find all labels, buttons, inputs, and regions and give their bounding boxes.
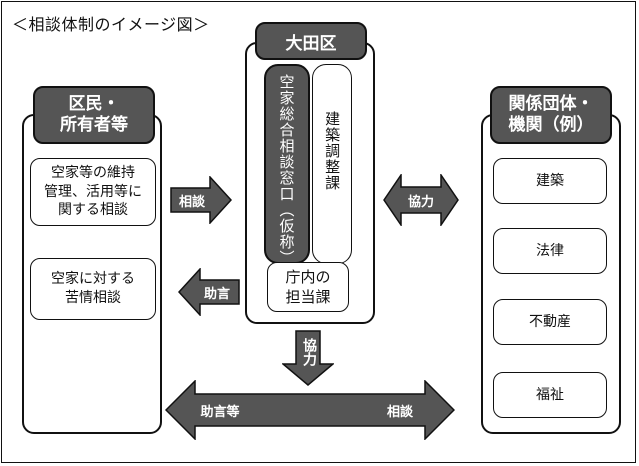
bottom-consult-label: 相談 bbox=[386, 404, 413, 420]
ota-ward-header: 大田区 bbox=[255, 22, 367, 60]
organizations-header-line2: 機関（例） bbox=[508, 115, 594, 135]
cooperate-double-arrow bbox=[383, 174, 459, 226]
maintenance-consult-line3: 関する相談 bbox=[58, 202, 128, 219]
residents-header: 区民・ 所有者等 bbox=[33, 86, 155, 144]
consult-right-arrow bbox=[170, 176, 232, 224]
residents-header-line2: 所有者等 bbox=[60, 115, 128, 135]
internal-dept-line2: 担当課 bbox=[285, 288, 331, 306]
cooperate-horizontal-label: 協力 bbox=[407, 194, 434, 210]
building-dept-box: 建築調整課 bbox=[312, 64, 352, 264]
bottom-double-arrow bbox=[165, 380, 455, 440]
bottom-advice-label: 助言等 bbox=[200, 404, 240, 420]
advice-left-arrow bbox=[178, 268, 240, 316]
maintenance-consult-line2: 管理、活用等に bbox=[44, 183, 142, 200]
org-item-welfare: 福祉 bbox=[493, 372, 607, 418]
residents-header-line1: 区民・ bbox=[68, 93, 120, 114]
org-item-law: 法律 bbox=[493, 228, 607, 274]
organizations-header-line1: 関係団体・ bbox=[508, 93, 594, 114]
maintenance-consult-box: 空家等の維持 管理、活用等に 関する相談 bbox=[30, 158, 156, 226]
internal-dept-line1: 庁内の bbox=[285, 267, 331, 286]
maintenance-consult-line1: 空家等の維持 bbox=[51, 164, 135, 181]
organizations-header: 関係団体・ 機関（例） bbox=[490, 86, 612, 144]
complaint-consult-box: 空家に対する 苦情相談 bbox=[30, 258, 156, 320]
consult-right-label: 相談 bbox=[178, 194, 205, 210]
cooperate-down-arrow bbox=[282, 330, 334, 386]
complaint-consult-line1: 空家に対する bbox=[51, 271, 135, 288]
consultation-window-box: 空家総合相談窓口（仮称） bbox=[264, 64, 310, 266]
internal-dept-box: 庁内の 担当課 bbox=[267, 262, 349, 312]
complaint-consult-line2: 苦情相談 bbox=[65, 290, 121, 306]
org-item-real-estate: 不動産 bbox=[493, 299, 607, 345]
org-item-architecture: 建築 bbox=[493, 158, 607, 204]
cooperate-vertical-label: 協力 bbox=[301, 338, 317, 366]
diagram-caption: ＜相談体制のイメージ図＞ bbox=[12, 15, 210, 34]
advice-left-label: 助言 bbox=[203, 286, 230, 302]
